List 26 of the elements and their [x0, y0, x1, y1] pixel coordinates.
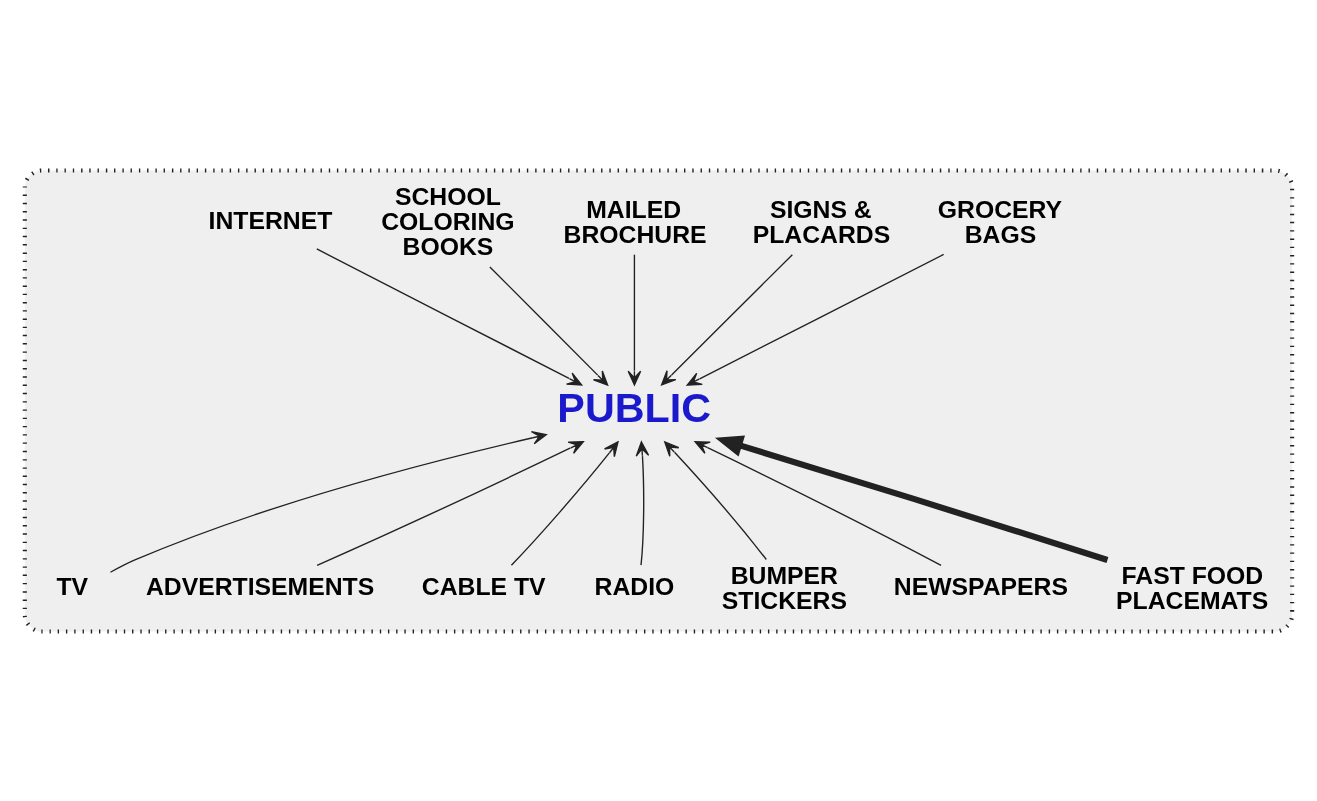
arrow [694, 440, 942, 566]
node-text: TV [56, 572, 89, 600]
cluster [22, 167, 1295, 634]
node-text: NEWSPAPERS [893, 572, 1069, 600]
node-text: INTERNET [208, 206, 333, 234]
node-text: PUBLIC [557, 384, 711, 431]
node-text: SIGNS & PLACARDS [752, 195, 891, 248]
node-text: FAST FOOD PLACEMATS [1116, 561, 1269, 614]
arrow [664, 440, 767, 560]
arrow [714, 434, 1109, 563]
node-text: BUMPER STICKERS [721, 561, 847, 614]
arrow [510, 440, 619, 566]
arrow [660, 253, 793, 386]
node-text: RADIO [594, 572, 675, 600]
arrow [316, 440, 584, 566]
node-text: CABLE TV [421, 572, 546, 600]
arrow [635, 440, 650, 566]
arrow [109, 430, 547, 573]
node-text: SCHOOL COLORING BOOKS [381, 182, 515, 260]
node-text: MAILED BROCHURE [563, 195, 707, 248]
arrow [316, 247, 583, 386]
arrow [627, 253, 642, 386]
node-text: GROCERY BAGS [937, 195, 1063, 248]
node-text: ADVERTISEMENTS [145, 572, 375, 600]
arrow [686, 253, 945, 386]
arrow [489, 265, 609, 386]
